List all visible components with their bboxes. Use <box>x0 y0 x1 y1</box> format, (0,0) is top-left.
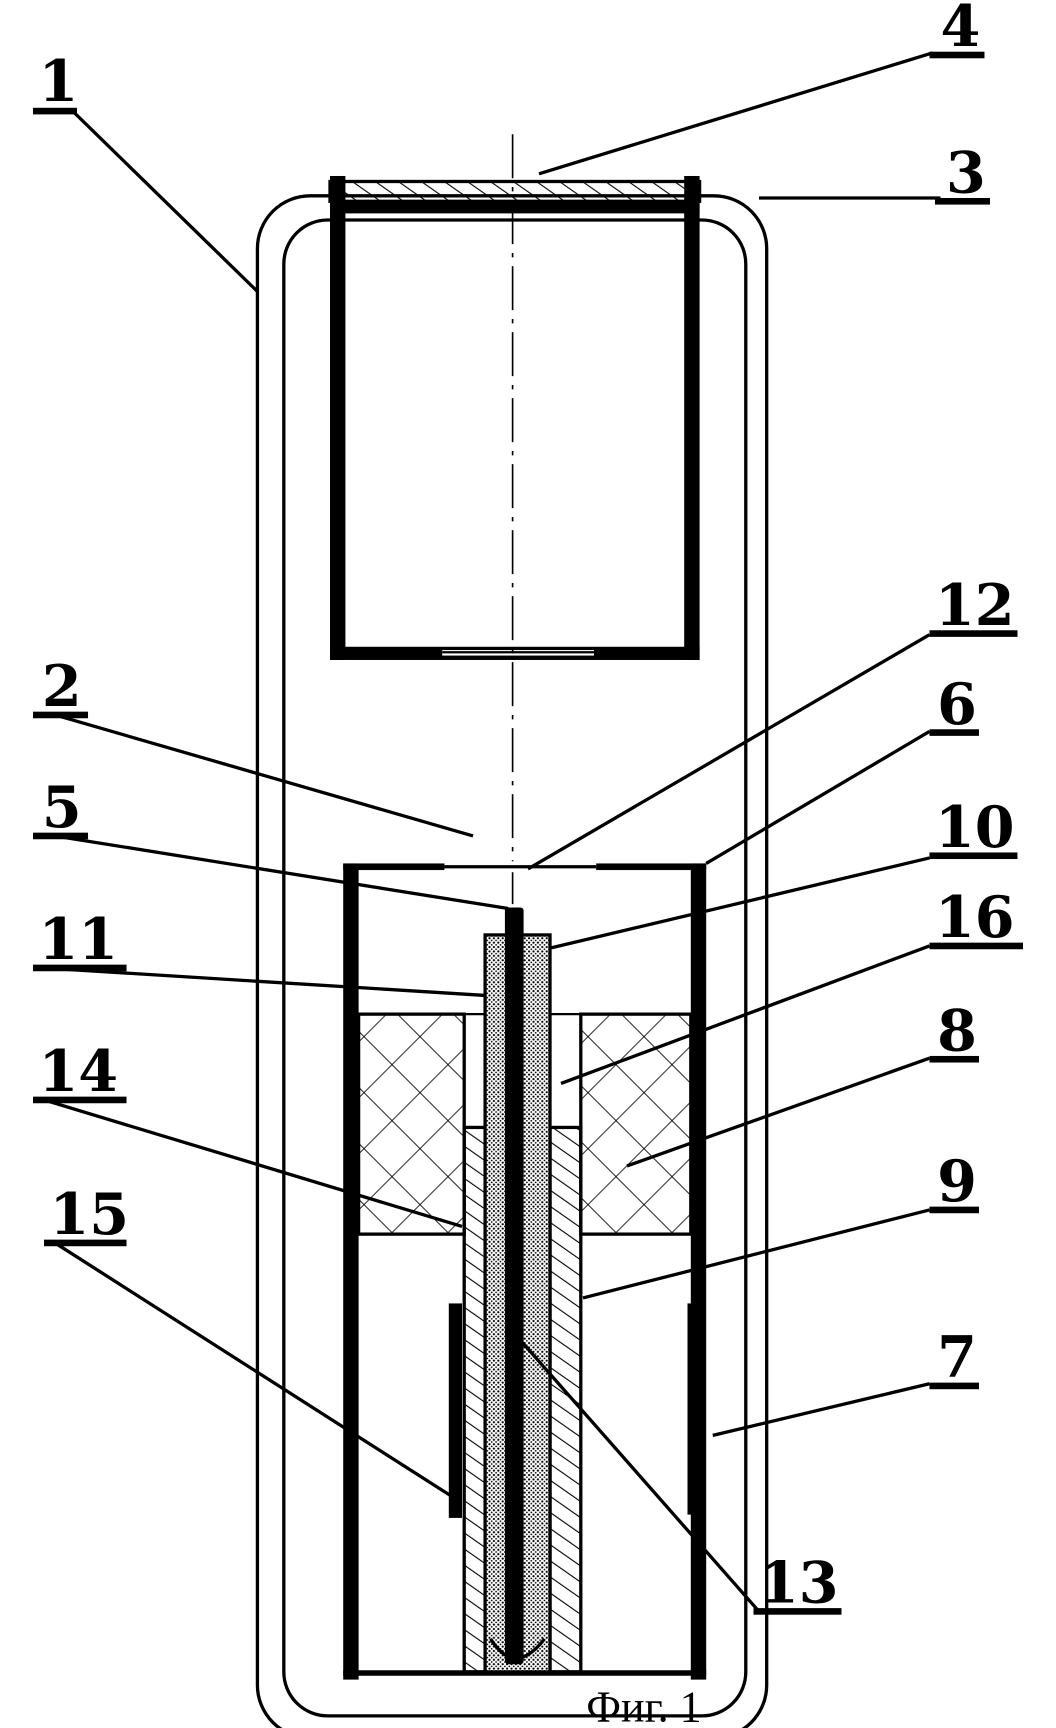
svg-text:4: 4 <box>940 0 980 60</box>
label-10: 10 <box>929 794 1018 861</box>
magnet-left <box>356 1012 466 1236</box>
figure-caption: Фиг. 1 <box>586 1682 701 1728</box>
hatched-sleeve-left <box>462 1125 488 1674</box>
top-cup <box>328 175 702 660</box>
svg-text:10: 10 <box>935 794 1015 861</box>
lead-right <box>687 1303 701 1515</box>
label-2: 2 <box>33 653 89 720</box>
part-labels: 1 4 3 12 2 6 5 10 11 16 14 8 15 9 7 13 <box>33 0 1023 1617</box>
svg-text:16: 16 <box>935 884 1015 951</box>
label-6: 6 <box>929 671 979 738</box>
svg-text:12: 12 <box>935 572 1015 639</box>
label-13: 13 <box>753 1550 842 1617</box>
svg-text:14: 14 <box>39 1038 119 1105</box>
svg-text:6: 6 <box>937 671 977 738</box>
svg-text:2: 2 <box>42 653 82 720</box>
svg-text:8: 8 <box>937 997 977 1064</box>
svg-text:1: 1 <box>39 48 79 115</box>
svg-text:7: 7 <box>937 1324 977 1391</box>
svg-text:13: 13 <box>759 1550 839 1617</box>
svg-text:9: 9 <box>937 1148 977 1215</box>
svg-text:11: 11 <box>39 906 119 973</box>
lead-left <box>448 1303 463 1518</box>
label-7: 7 <box>929 1324 979 1391</box>
label-12: 12 <box>929 572 1018 639</box>
label-8: 8 <box>929 997 979 1064</box>
label-1: 1 <box>33 48 78 115</box>
label-11: 11 <box>33 906 127 973</box>
leader-lines <box>43 51 941 1613</box>
label-15: 15 <box>44 1181 129 1248</box>
label-4: 4 <box>929 0 985 60</box>
label-16: 16 <box>929 884 1023 951</box>
hatched-sleeve-right <box>548 1125 583 1674</box>
svg-text:3: 3 <box>946 139 986 206</box>
magnet-right <box>579 1012 693 1236</box>
svg-text:5: 5 <box>42 774 82 841</box>
svg-text:15: 15 <box>50 1181 130 1248</box>
central-rod <box>504 907 524 1665</box>
label-14: 14 <box>33 1038 127 1105</box>
label-5: 5 <box>33 774 89 841</box>
label-9: 9 <box>929 1148 979 1215</box>
inner-envelope <box>282 218 748 1718</box>
label-3: 3 <box>934 139 990 206</box>
